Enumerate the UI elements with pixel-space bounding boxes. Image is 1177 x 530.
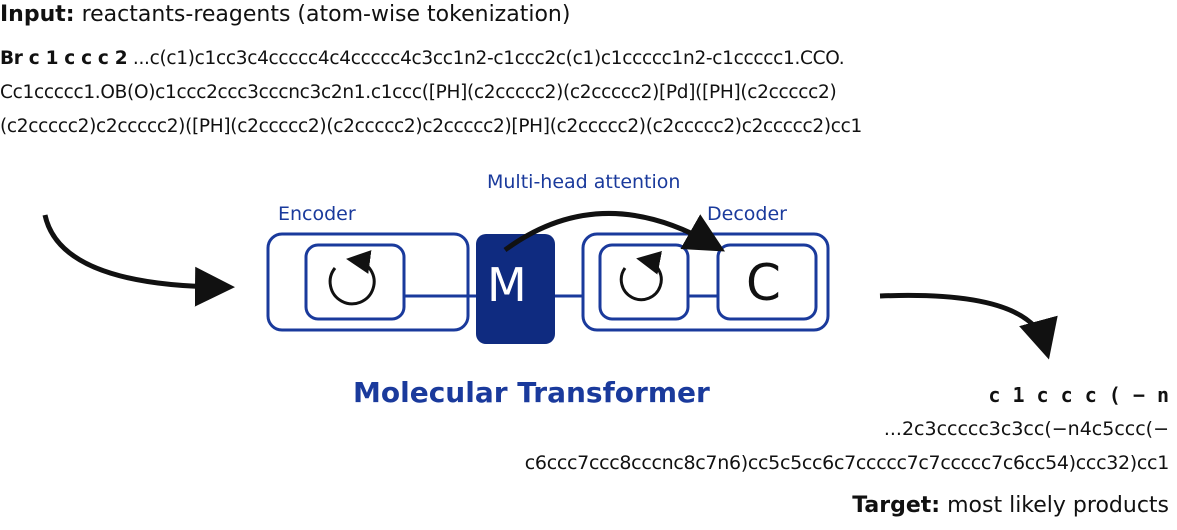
encoder-label: Encoder <box>278 203 356 225</box>
output-smiles-1: ...2c3ccccc3c3cc(−n4c5ccc(− <box>883 418 1169 440</box>
m-box <box>476 234 555 344</box>
decoder-rnn-box <box>598 243 690 321</box>
input-desc: reactants-reagents (atom-wise tokenizati… <box>81 2 571 27</box>
input-label: Input: <box>0 2 75 27</box>
encoder-rnn-box <box>304 243 406 321</box>
input-smiles-1: ...c(c1)c1cc3c4ccccc4c4ccccc4c3cc1n2-c1c… <box>132 48 845 69</box>
output-smiles-2: c6ccc7ccc8cccnc8c7n6)cc5c5cc6c7ccccc7c7c… <box>524 452 1170 474</box>
output-tokens: c 1 c c c ( − n <box>988 383 1169 407</box>
target-desc: most likely products <box>947 493 1169 518</box>
decoder-c-box <box>716 243 818 321</box>
output-arrow <box>879 292 1058 360</box>
attention-arrow <box>503 211 726 253</box>
input-title: Input: reactants-reagents (atom-wise tok… <box>0 2 570 27</box>
encoder-box <box>266 232 470 332</box>
model-name: Molecular Transformer <box>353 376 710 409</box>
decoder-label: Decoder <box>707 203 787 225</box>
input-line-1: Br c 1 c c c 2 ...c(c1)c1cc3c4ccccc4c4cc… <box>0 48 845 69</box>
encoder-loop-icon <box>328 250 376 306</box>
input-smiles-3: (c2ccccc2)c2ccccc2)([PH](c2ccccc2)(c2ccc… <box>0 116 863 137</box>
attention-label: Multi-head attention <box>487 171 681 193</box>
m-letter: M <box>487 258 527 312</box>
input-tokens: Br c 1 c c c 2 <box>0 48 128 69</box>
input-arrow <box>42 214 235 307</box>
c-letter: C <box>746 254 781 312</box>
target-label: Target: <box>852 493 941 518</box>
decoder-loop-icon <box>619 251 663 302</box>
target-title: Target: most likely products <box>852 493 1169 518</box>
input-smiles-2: Cc1ccccc1.OB(O)c1ccc2ccc3cccnc3c2n1.c1cc… <box>0 82 837 103</box>
decoder-box <box>581 232 830 332</box>
